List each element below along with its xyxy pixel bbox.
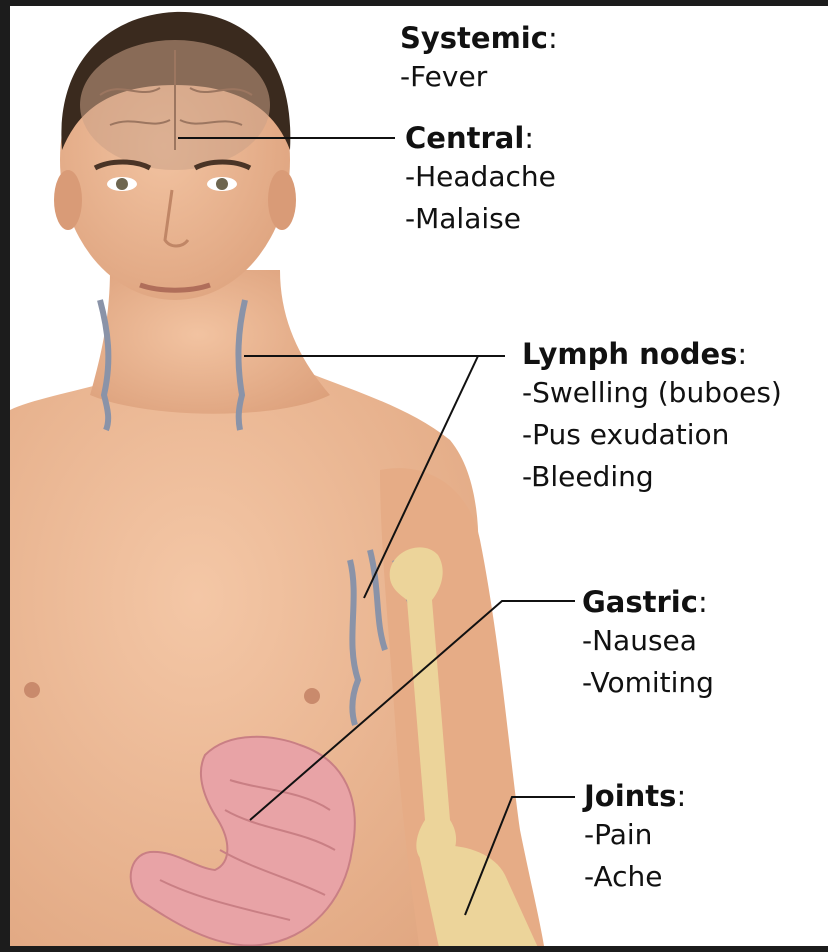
label-lymph-nodes: Lymph nodes: -Swelling (buboes) -Pus exu… bbox=[522, 336, 782, 498]
label-gastric: Gastric: -Nausea -Vomiting bbox=[582, 584, 714, 704]
ear-right bbox=[268, 170, 296, 230]
label-systemic-item: -Fever bbox=[400, 56, 558, 98]
label-central-item: -Malaise bbox=[405, 198, 556, 240]
label-joints-item: -Ache bbox=[584, 856, 686, 898]
bezel-top bbox=[0, 0, 828, 6]
label-gastric-heading: Gastric bbox=[582, 585, 698, 619]
label-joints-heading: Joints bbox=[584, 779, 676, 813]
bezel-left bbox=[0, 0, 10, 952]
ear-left bbox=[54, 170, 82, 230]
nipple-right bbox=[304, 688, 320, 704]
nipple-left bbox=[24, 682, 40, 698]
label-central-item: -Headache bbox=[405, 156, 556, 198]
label-lymph-heading: Lymph nodes bbox=[522, 337, 737, 371]
label-central: Central: -Headache -Malaise bbox=[405, 120, 556, 240]
bezel-bottom bbox=[0, 946, 828, 952]
label-systemic-heading: Systemic bbox=[400, 21, 548, 55]
iris-left bbox=[116, 178, 128, 190]
label-central-heading: Central bbox=[405, 121, 524, 155]
label-lymph-item: -Swelling (buboes) bbox=[522, 372, 782, 414]
label-joints: Joints: -Pain -Ache bbox=[584, 778, 686, 898]
iris-right bbox=[216, 178, 228, 190]
label-systemic: Systemic: -Fever bbox=[400, 20, 558, 98]
label-gastric-item: -Vomiting bbox=[582, 662, 714, 704]
label-gastric-item: -Nausea bbox=[582, 620, 714, 662]
label-joints-item: -Pain bbox=[584, 814, 686, 856]
label-lymph-item: -Bleeding bbox=[522, 456, 782, 498]
label-lymph-item: -Pus exudation bbox=[522, 414, 782, 456]
